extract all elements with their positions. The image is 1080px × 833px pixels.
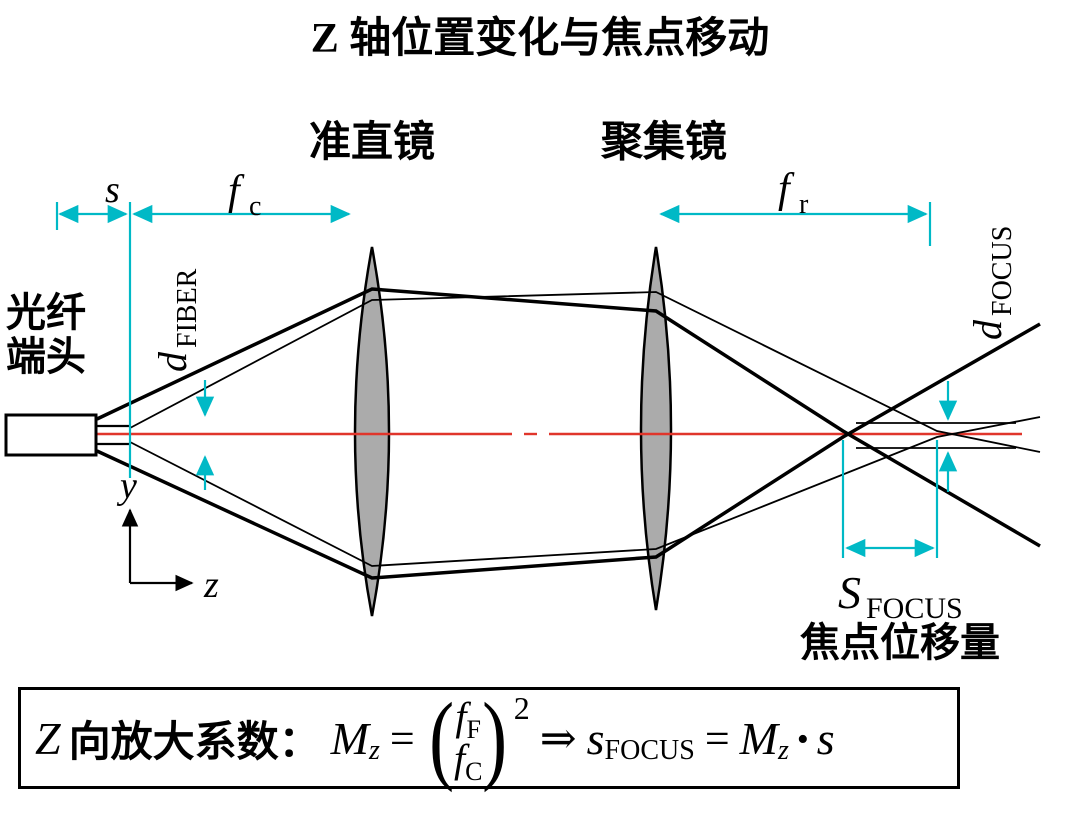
formula-s-sub: FOCUS xyxy=(604,735,695,766)
formula-M-sub: z xyxy=(368,735,380,766)
f-F-main: f xyxy=(455,694,467,739)
fiber-end-label-line1: 光纤 xyxy=(6,290,86,335)
marginal-ray-lower xyxy=(96,322,1041,580)
figure-title: Z 轴位置变化与焦点移动 xyxy=(311,15,770,62)
collimating-lens-shape xyxy=(353,246,391,617)
formula-equals-2: = xyxy=(704,713,730,763)
dfocus-label: d FOCUS xyxy=(965,226,1018,340)
s-gap-label: s xyxy=(105,169,120,211)
dfocus-main: d xyxy=(965,319,1010,340)
formula-exponent: 2 xyxy=(513,689,530,726)
formula-M: M xyxy=(330,712,369,764)
dfiber-main: d xyxy=(150,351,195,372)
formula-z-var: Z xyxy=(35,712,61,764)
formula-equals-1: = xyxy=(389,713,415,763)
fc-subscript: c xyxy=(249,191,261,222)
close-paren-group: ) 2 xyxy=(482,682,530,793)
fc-label: f xyxy=(228,168,245,214)
formula-fraction: fF fC xyxy=(453,694,482,786)
fraction-numerator: fF xyxy=(455,694,481,744)
coordinate-axes xyxy=(121,508,194,592)
lenses xyxy=(353,246,673,617)
sfocus-subscript: FOCUS xyxy=(866,592,963,625)
y-axis-label: y xyxy=(116,465,137,507)
formula-s: s xyxy=(586,712,605,764)
fiber-end-label-line2: 端头 xyxy=(6,334,86,379)
formula-M2: M xyxy=(739,712,778,764)
focusing-lens-label: 聚集镜 xyxy=(600,119,727,166)
dimension-lines xyxy=(55,202,958,558)
focus-shift-caption: 焦点位移量 xyxy=(800,620,1000,665)
formula-M2-sub: z xyxy=(777,735,789,766)
fiber-block xyxy=(4,413,98,457)
z-axis-label: z xyxy=(203,564,219,606)
focusing-lens-shape xyxy=(639,246,673,611)
multiplication-dot: • xyxy=(796,721,809,758)
fr-subscript: r xyxy=(799,189,809,220)
dfiber-label: d FIBER xyxy=(150,268,203,372)
f-C-sub: C xyxy=(465,757,483,786)
fraction-denominator: fC xyxy=(453,736,482,786)
collimating-lens-label: 准直镜 xyxy=(309,119,435,166)
fiber-end xyxy=(4,413,130,457)
marginal-ray-upper xyxy=(96,287,1041,548)
fr-label: f xyxy=(778,166,795,212)
dfocus-subscript: FOCUS xyxy=(987,226,1018,316)
formula-label: 向放大系数： xyxy=(68,719,321,766)
formula-implies-arrow: ⇒ xyxy=(539,713,577,763)
formula-s2: s xyxy=(816,712,835,764)
sfocus-label: S xyxy=(838,567,861,618)
shifted-ray-upper xyxy=(129,291,1041,453)
shifted-ray-lower xyxy=(129,416,1041,567)
f-F-sub: F xyxy=(466,715,482,744)
dfiber-subscript: FIBER xyxy=(172,268,203,348)
f-C-main: f xyxy=(453,736,466,781)
